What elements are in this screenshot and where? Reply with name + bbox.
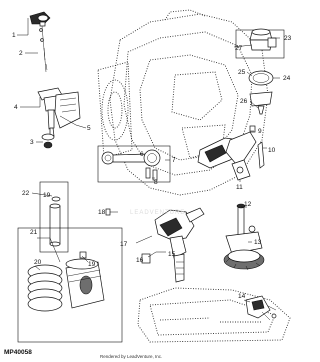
governor-assembly (245, 295, 277, 321)
callout-8: 8 (154, 179, 158, 186)
callout-23: 23 (284, 35, 292, 42)
callout-19b: 19 (88, 261, 96, 268)
callout-3: 3 (30, 139, 34, 146)
render-credit: Rendered by LeadVenture, Inc. (100, 354, 163, 359)
callout-11: 11 (236, 184, 243, 191)
callout-20: 20 (34, 259, 42, 266)
callout-6: 6 (140, 151, 144, 158)
figure-code: MP40058 (4, 349, 32, 356)
callout-12: 12 (244, 201, 252, 208)
callout-9: 9 (258, 128, 262, 135)
callout-25: 25 (238, 69, 246, 76)
callout-7: 7 (172, 157, 176, 164)
callout-1: 1 (12, 32, 16, 39)
crankshaft (105, 207, 205, 283)
cam-gear (223, 203, 265, 271)
breather-components (235, 28, 285, 115)
camshaft-assembly (197, 125, 265, 181)
connecting-rod (97, 145, 171, 183)
dipstick-tube (37, 87, 81, 149)
callout-5: 5 (87, 125, 91, 132)
leader-lines (17, 18, 280, 303)
piston-and-rings (17, 227, 123, 343)
callout-4: 4 (14, 104, 18, 111)
callout-22: 22 (22, 190, 30, 197)
callout-26: 26 (240, 98, 248, 105)
callout-10: 10 (268, 147, 276, 154)
oil-sump (137, 287, 291, 343)
callout-24: 24 (283, 75, 291, 82)
callout-27: 27 (235, 45, 243, 52)
piston-pin (39, 181, 69, 253)
callout-14: 14 (238, 293, 246, 300)
callout-19: 19 (43, 192, 51, 199)
dipstick-assembly (29, 11, 51, 73)
watermark: LEADVENTURE (130, 210, 185, 216)
callout-16: 16 (136, 257, 144, 264)
callout-2: 2 (19, 50, 23, 57)
parts-diagram: LEADVENTURE 1 2 4 3 5 6 7 8 9 10 11 12 1… (12, 9, 292, 343)
callouts: 1 2 4 3 5 6 7 8 9 10 11 12 13 14 15 16 1… (12, 32, 292, 300)
callout-21: 21 (30, 229, 38, 236)
callout-15: 15 (168, 251, 176, 258)
callout-18: 18 (98, 209, 106, 216)
callout-13: 13 (254, 239, 262, 246)
callout-17: 17 (120, 241, 128, 248)
